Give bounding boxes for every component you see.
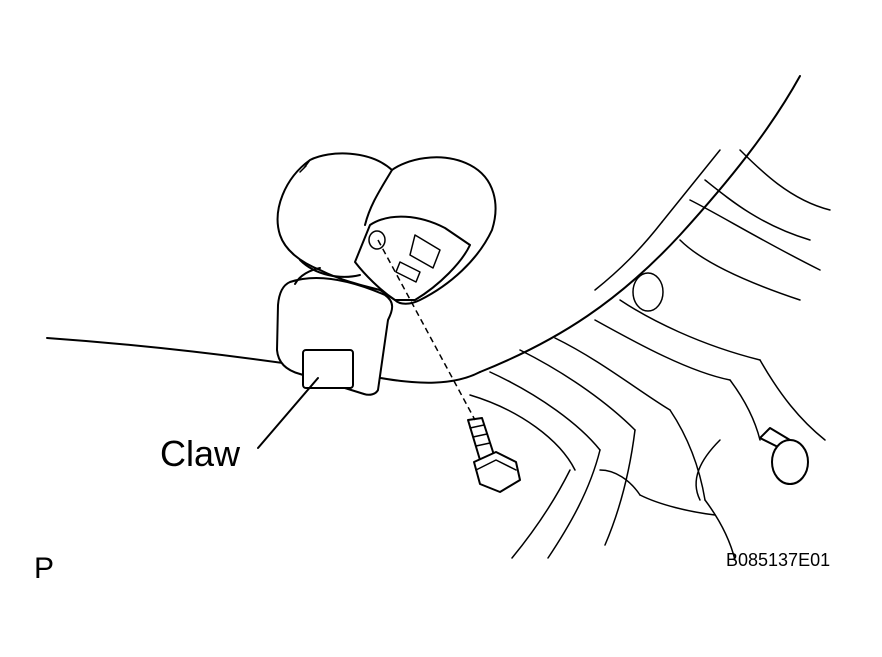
bolt bbox=[467, 417, 521, 493]
view-letter: P bbox=[34, 552, 55, 585]
figure-code: B085137E01 bbox=[726, 550, 831, 570]
anchor-cover bbox=[276, 152, 497, 396]
claw-label: Claw bbox=[160, 433, 241, 474]
installation-axis bbox=[377, 239, 476, 421]
claw-leader-line bbox=[257, 377, 319, 449]
body-structure bbox=[469, 149, 831, 561]
